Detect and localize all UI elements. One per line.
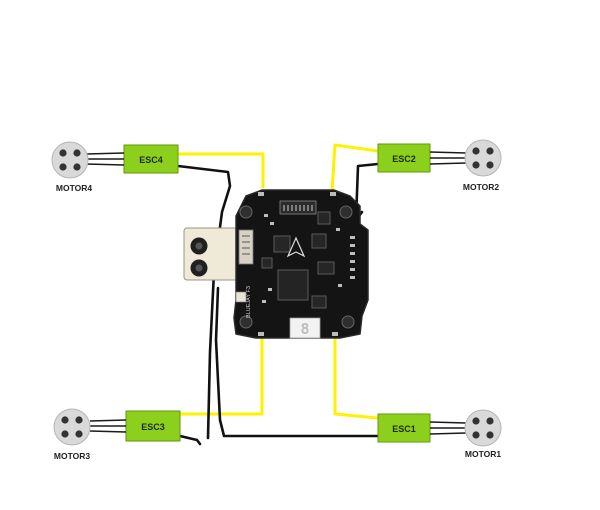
- mcu-chip: [277, 269, 309, 301]
- esc2-module: ESC2: [377, 143, 431, 173]
- flight-controller: BLUEJAY F3 8: [183, 189, 369, 339]
- signal-wire-esc1: [333, 338, 379, 420]
- ground-wire-esc3: [178, 434, 202, 446]
- esc1-module: ESC1: [377, 413, 431, 443]
- ground-wire-esc1: [214, 286, 380, 438]
- board-silk-label: BLUEJAY F3: [246, 286, 252, 318]
- motor-phase-wires: [85, 151, 467, 435]
- signal-wire-esc2: [330, 143, 379, 193]
- motor4-icon: MOTOR4: [51, 141, 92, 193]
- ground-wires: [176, 162, 380, 446]
- motor4-label: MOTOR4: [56, 183, 92, 193]
- signal-wire-esc4: [178, 152, 265, 188]
- ground-wire-esc4: [176, 164, 232, 440]
- motor3-label: MOTOR3: [54, 451, 90, 461]
- motor1-label: MOTOR1: [465, 449, 501, 459]
- esc1-label: ESC1: [392, 424, 416, 434]
- motors: MOTOR4 MOTOR2 MOTOR3 MOTOR1: [51, 139, 502, 461]
- esc4-label: ESC4: [139, 155, 163, 165]
- display-digit: 8: [300, 320, 309, 338]
- seven-segment-display-icon: [289, 317, 321, 339]
- esc2-label: ESC2: [392, 154, 416, 164]
- motor2-label: MOTOR2: [463, 182, 499, 192]
- esc3-module: ESC3: [125, 410, 181, 442]
- motor2-icon: MOTOR2: [463, 139, 502, 192]
- esc-modules: ESC4 ESC2 ESC3 ESC1: [123, 143, 431, 443]
- esc4-module: ESC4: [123, 144, 179, 174]
- motor3-icon: MOTOR3: [53, 408, 91, 461]
- signal-wire-esc3: [180, 338, 264, 416]
- motor1-icon: MOTOR1: [464, 409, 502, 459]
- flight-controller-board-icon: [233, 189, 369, 339]
- esc3-label: ESC3: [141, 422, 165, 432]
